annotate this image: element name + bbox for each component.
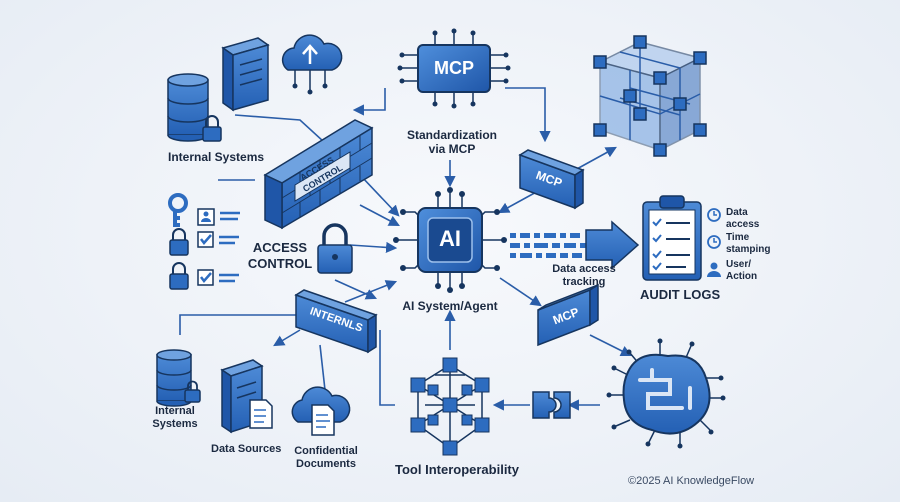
cloud-upload-icon	[281, 34, 343, 95]
clock-icon	[707, 235, 721, 249]
padlock-icon	[317, 223, 353, 274]
audit-item-line-1: User/	[726, 259, 752, 270]
access-control-line-2: CONTROL	[247, 255, 313, 271]
network-cube-icon	[593, 35, 707, 157]
circuit-brain-icon	[606, 338, 726, 449]
confidential-line-2: Documents	[296, 458, 356, 471]
access-control-label: ACCESS CONTROL	[240, 240, 320, 271]
confidential-line-1: Confidential	[294, 445, 358, 457]
audit-item-line-2: access	[726, 219, 760, 230]
id-card-icon	[197, 208, 240, 226]
confidential-documents-label: Confidential Documents	[288, 445, 364, 471]
internal-systems-bottom-line-2: Systems	[152, 418, 198, 431]
tool-network-icon	[410, 357, 490, 456]
ai-chip	[393, 187, 507, 293]
ai-chip-label: AI	[439, 226, 461, 251]
firewall-icon	[263, 119, 374, 230]
internal-systems-bottom-line-1: Internal	[155, 405, 195, 417]
key-icon	[168, 193, 188, 227]
mcp-badge	[518, 149, 585, 210]
audit-item-data-access: Data access	[726, 207, 759, 231]
data-access-line-2: tracking	[562, 276, 606, 289]
internal-systems-bottom-label: Internal Systems	[145, 405, 205, 431]
database-lock-icon	[156, 349, 201, 407]
audit-item-line-2: Action	[726, 271, 758, 282]
mcp-chip	[397, 28, 511, 109]
checkbox-icon	[197, 231, 239, 248]
server-document-icon	[220, 359, 273, 434]
mcp-chip-label: MCP	[434, 58, 474, 78]
connector-lines	[179, 87, 633, 411]
user-icon	[707, 262, 721, 277]
data-stream-arrow	[510, 220, 640, 270]
audit-item-line-2: stamping	[726, 244, 771, 255]
data-access-line-1: Data access	[552, 263, 616, 275]
internal-systems-top-label: Internal Systems	[168, 150, 265, 164]
audit-item-user-action: User/ Action	[726, 259, 757, 283]
tool-interoperability-label: Tool Interoperability	[395, 462, 519, 477]
server-icon	[221, 37, 270, 112]
puzzle-connector-icon	[532, 391, 571, 419]
copyright-text: ©2025 AI KnowledgeFlow	[628, 475, 755, 487]
audit-item-line-1: Data	[726, 207, 748, 218]
lock-icon	[169, 228, 189, 256]
ai-system-label: AI System/Agent	[402, 299, 498, 313]
lock-icon	[169, 262, 189, 290]
audit-item-line-1: Time	[726, 232, 750, 243]
database-lock-icon	[167, 73, 222, 142]
audit-item-time-stamping: Time stamping	[726, 232, 770, 256]
internals-badge	[294, 289, 378, 354]
standardization-line-2: via MCP	[428, 142, 476, 157]
cloud-document-icon	[291, 386, 351, 436]
data-sources-label: Data Sources	[211, 443, 282, 455]
clipboard-icon	[642, 195, 702, 281]
standardization-line-1: Standardization	[406, 128, 497, 142]
clock-icon	[707, 208, 721, 222]
audit-logs-label: AUDIT LOGS	[640, 287, 721, 302]
access-control-line-1: ACCESS	[252, 240, 308, 255]
data-access-label: Data access tracking	[548, 263, 620, 289]
checkbox-icon	[197, 269, 239, 286]
standardization-label: Standardization via MCP	[398, 128, 506, 157]
mcp-badge	[537, 283, 599, 347]
